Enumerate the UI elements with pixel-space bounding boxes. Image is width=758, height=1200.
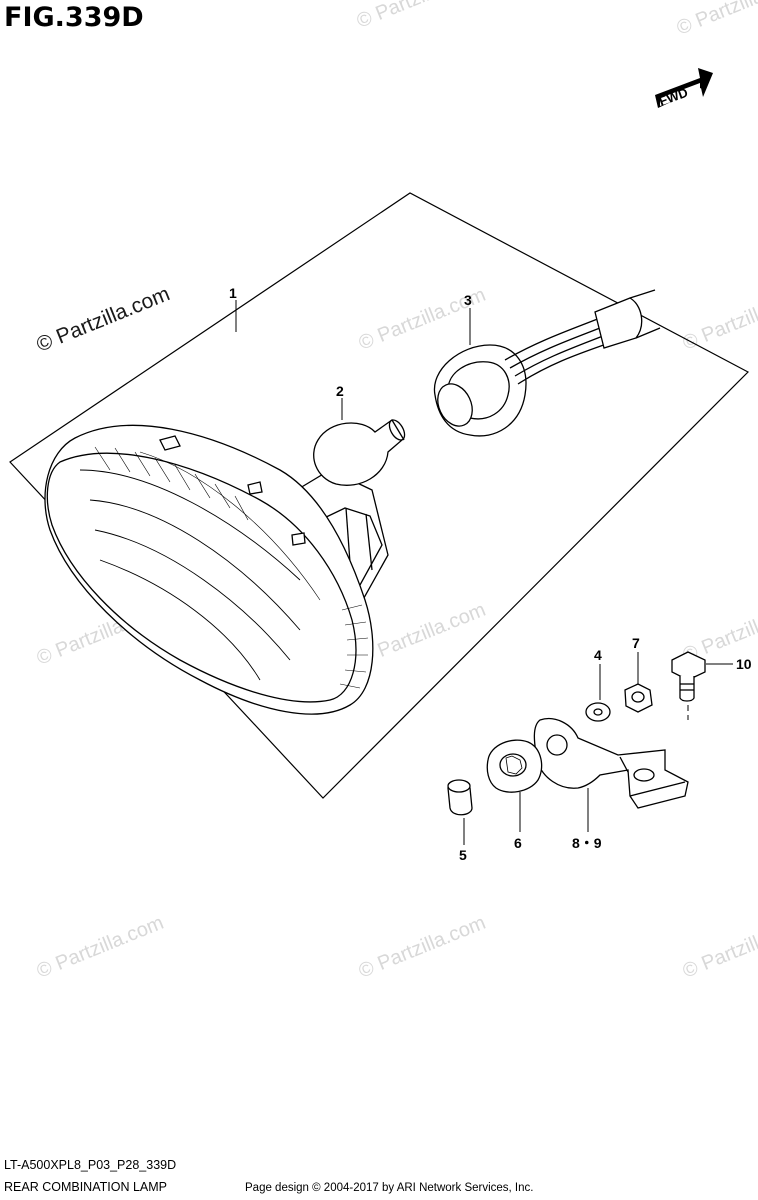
figure-name: REAR COMBINATION LAMP — [4, 1180, 167, 1194]
watermark-text: © Partzilla.com — [33, 282, 173, 356]
callout-part-8-9: 8・9 — [572, 835, 602, 851]
figure-code: LT-A500XPL8_P03_P28_339D — [4, 1158, 177, 1172]
callout-part-3: 3 — [464, 292, 472, 308]
callout-part-4: 4 — [594, 647, 602, 663]
callout-part-10: 10 — [736, 656, 752, 672]
bracket — [533, 718, 689, 809]
washer — [585, 702, 611, 722]
callout-part-7: 7 — [632, 635, 640, 651]
bulb — [313, 419, 406, 486]
leader-lines — [235, 300, 733, 845]
collar — [447, 779, 473, 816]
lamp-housing — [44, 424, 389, 715]
socket-harness — [433, 289, 661, 437]
watermark-text: © Partzilla.com — [356, 912, 489, 983]
grommet — [486, 739, 543, 793]
callout-part-6: 6 — [514, 835, 522, 851]
callout-part-2: 2 — [336, 383, 344, 399]
fwd-label: FWD — [657, 85, 690, 109]
bolt — [671, 651, 706, 702]
watermark-text: © Partzilla.com — [356, 599, 489, 670]
figure-title: FIG.339D — [4, 2, 144, 33]
watermark-text: © Partzilla.com — [34, 912, 167, 983]
fwd-arrow-icon: FWD — [655, 68, 713, 109]
nut — [624, 683, 653, 713]
watermark-text: © Partzilla.com — [354, 0, 487, 33]
watermark-text: © Partzilla.com — [680, 284, 758, 355]
footer-copyright: Page design © 2004-2017 by ARI Network S… — [245, 1182, 534, 1194]
watermark-text: © Partzilla.com — [680, 912, 758, 983]
watermark-text: © Partzilla.com — [674, 0, 758, 40]
callout-part-5: 5 — [459, 847, 467, 863]
callout-part-1: 1 — [229, 285, 237, 301]
